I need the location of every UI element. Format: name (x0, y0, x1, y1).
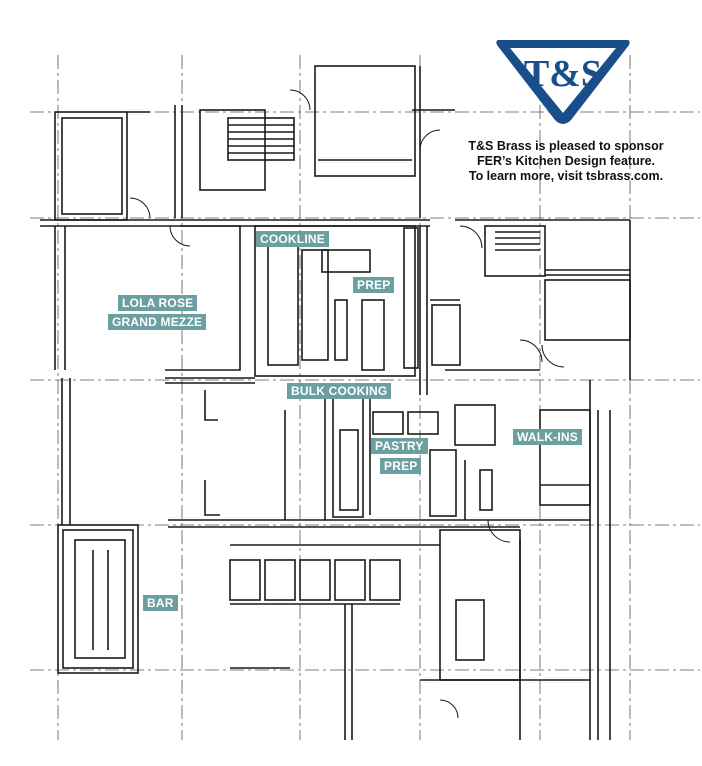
ts-logo: T&S (496, 40, 630, 124)
sponsor-line-2: FER’s Kitchen Design feature. (476, 154, 656, 168)
label-prep: PREP (353, 277, 395, 293)
label-pastry-prep: PREP (380, 458, 422, 474)
walls (40, 65, 631, 740)
label-grand-mezze: GRAND MEZZE (108, 314, 207, 330)
label-bar: BAR (143, 595, 178, 611)
sponsor-line-3: To learn more, visit tsbrass.com. (468, 169, 664, 183)
logo-text: T&S (524, 53, 602, 95)
label-lola-rose: LOLA ROSE (118, 295, 198, 311)
sponsor-note: T&S Brass is pleased to sponsor FER’s Ki… (444, 139, 688, 184)
sponsor-line-1: T&S Brass is pleased to sponsor (468, 139, 664, 153)
label-pastry: PASTRY (371, 438, 428, 454)
label-cookline: COOKLINE (256, 231, 329, 247)
door-swings (129, 89, 565, 719)
label-bulk-cooking: BULK COOKING (287, 383, 392, 399)
label-walk-ins: WALK-INS (513, 429, 582, 445)
